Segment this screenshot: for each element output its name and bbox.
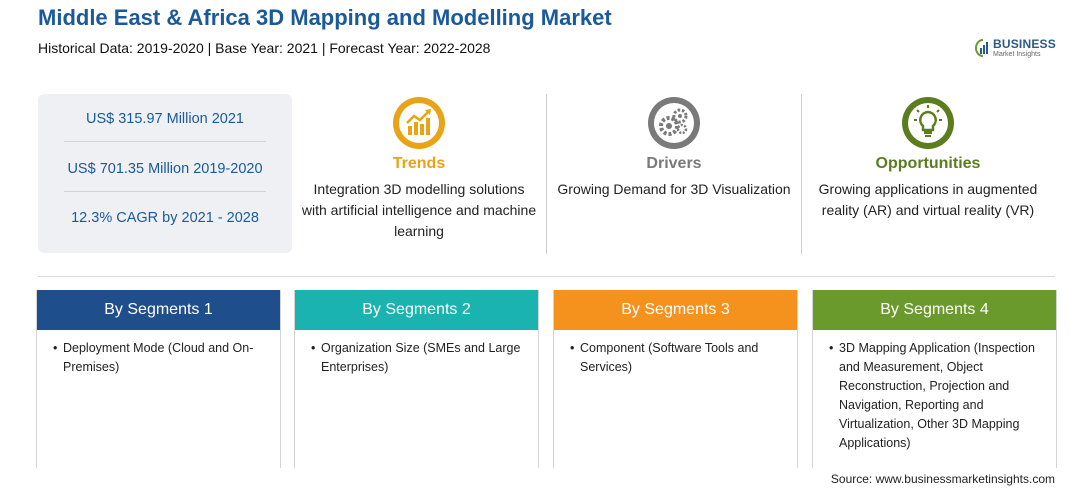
- drivers-text: Growing Demand for 3D Visualization: [557, 181, 791, 197]
- segment-3-item: Component (Software Tools and Services): [570, 339, 787, 377]
- segment-1-item: Deployment Mode (Cloud and On-Premises): [53, 339, 270, 377]
- stat-divider: [64, 141, 266, 142]
- segment-1-list: Deployment Mode (Cloud and On-Premises): [37, 330, 280, 377]
- page-subtitle: Historical Data: 2019-2020 | Base Year: …: [38, 40, 491, 56]
- segment-3-header: By Segments 3: [554, 290, 797, 330]
- opportunities-heading: Opportunities: [875, 155, 981, 172]
- logo-tagline: Market Insights: [993, 51, 1041, 58]
- stat-market-size-2021: US$ 315.97 Million 2021: [86, 111, 244, 127]
- stat-divider: [64, 191, 266, 192]
- segment-card-3: By Segments 3 Component (Software Tools …: [553, 290, 798, 468]
- logo-globe-icon: [975, 39, 991, 57]
- drivers-column: Drivers Growing Demand for 3D Visualizat…: [550, 96, 798, 200]
- source-note: Source: www.businessmarketinsights.com: [830, 472, 1055, 486]
- trends-heading: Trends: [392, 155, 446, 172]
- trends-text: Integration 3D modelling solutions with …: [301, 181, 537, 239]
- trends-column: Trends Integration 3D modelling solution…: [300, 96, 538, 242]
- gears-icon: [647, 96, 701, 150]
- opportunities-text: Growing applications in augmented realit…: [818, 181, 1038, 218]
- segment-2-header: By Segments 2: [295, 290, 538, 330]
- segment-3-list: Component (Software Tools and Services): [554, 330, 797, 377]
- brand-logo: BUSINESS Market Insights: [975, 36, 1065, 60]
- page-title: Middle East & Africa 3D Mapping and Mode…: [38, 5, 612, 30]
- opportunities-column: Opportunities Growing applications in au…: [808, 96, 1048, 221]
- section-divider: [38, 276, 1055, 277]
- segment-4-header: By Segments 4: [813, 290, 1056, 330]
- segment-card-2: By Segments 2 Organization Size (SMEs an…: [294, 290, 539, 468]
- segment-4-item: 3D Mapping Application (Inspection and M…: [829, 339, 1046, 453]
- segment-card-1: By Segments 1 Deployment Mode (Cloud and…: [36, 290, 281, 468]
- market-stats-panel: US$ 315.97 Million 2021 US$ 701.35 Milli…: [38, 94, 292, 253]
- chart-trend-icon: [392, 96, 446, 150]
- segment-1-header: By Segments 1: [37, 290, 280, 330]
- stat-historical-value: US$ 701.35 Million 2019-2020: [67, 161, 263, 177]
- stat-cagr: 12.3% CAGR by 2021 - 2028: [71, 210, 259, 226]
- segment-2-item: Organization Size (SMEs and Large Enterp…: [311, 339, 528, 377]
- segment-2-list: Organization Size (SMEs and Large Enterp…: [295, 330, 538, 377]
- lightbulb-icon: [901, 96, 955, 150]
- segment-4-list: 3D Mapping Application (Inspection and M…: [813, 330, 1056, 453]
- column-divider: [546, 94, 547, 254]
- segment-card-4: By Segments 4 3D Mapping Application (In…: [812, 290, 1057, 468]
- logo-name: BUSINESS: [993, 37, 1056, 51]
- column-divider: [801, 94, 802, 254]
- drivers-heading: Drivers: [646, 155, 702, 172]
